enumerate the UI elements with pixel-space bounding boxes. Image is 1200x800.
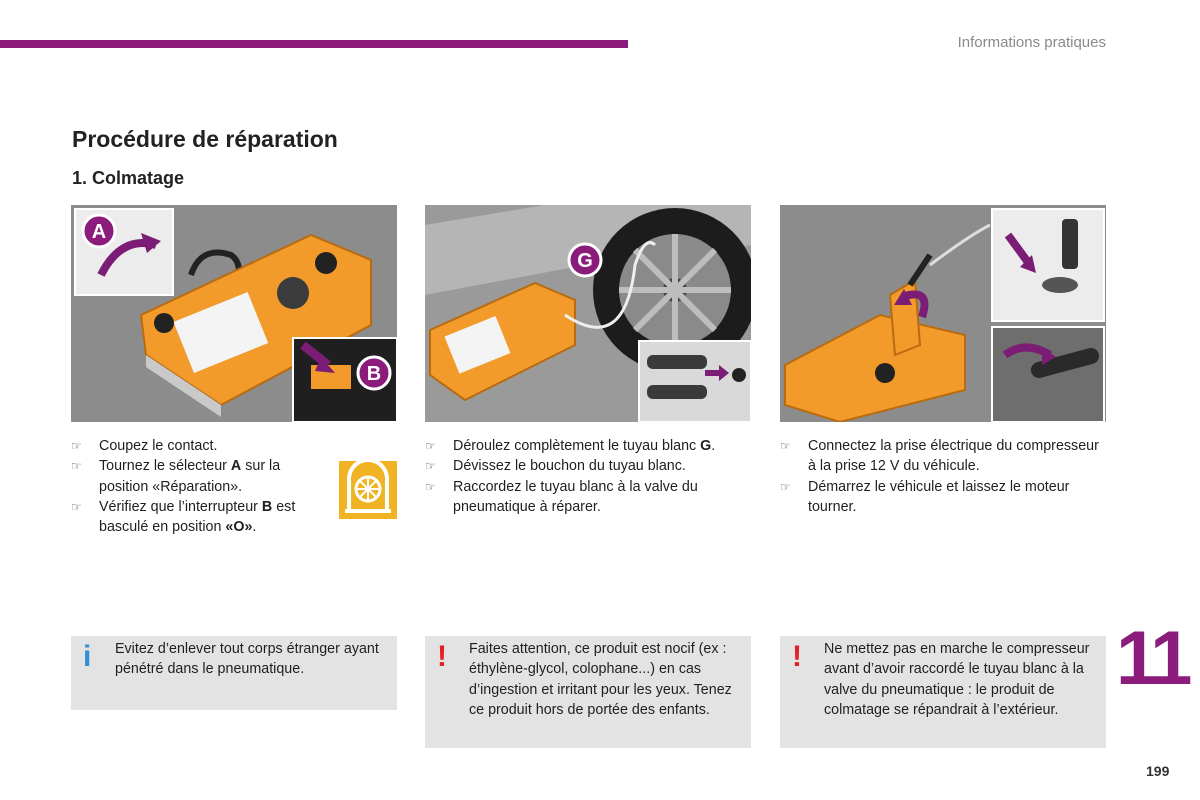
compressor-selector-photo: A B	[71, 205, 397, 422]
list-item: ☞Tournez le sélecteur A sur la position …	[71, 458, 281, 495]
label-a: A	[92, 221, 106, 243]
hose-tyre-photo: G	[425, 205, 751, 422]
pointing-hand-icon: ☞	[71, 459, 82, 474]
steps-list-1: ☞Coupez le contact. ☞Tournez le sélecteu…	[71, 436, 311, 537]
pointing-hand-icon: ☞	[425, 439, 436, 453]
list-item: ☞Connectez la prise électrique du compre…	[780, 438, 1099, 475]
pointing-hand-icon: ☞	[780, 479, 791, 494]
list-item: ☞Coupez le contact.	[71, 436, 311, 456]
list-item: ☞Vérifiez que l’interrupteur B est bascu…	[71, 498, 296, 536]
label-g: G	[577, 250, 593, 272]
list-item: ☞Démarrez le véhicule et laissez le mote…	[780, 478, 1070, 515]
section-name: Informations pratiques	[957, 34, 1106, 51]
pointing-hand-icon: ☞	[780, 439, 791, 453]
section-subtitle: 1. Colmatage	[72, 168, 185, 188]
warning-note-compressor: ! Ne mettez pas en marche le compresseur…	[780, 636, 1106, 748]
steps-list-2: ☞Déroulez complètement le tuyau blanc G.…	[425, 436, 745, 517]
page-title: Procédure de réparation	[72, 126, 338, 152]
pointing-hand-icon: ☞	[425, 479, 436, 494]
label-b: B	[367, 363, 381, 385]
header-accent-bar	[0, 40, 628, 48]
repair-mode-icon	[339, 458, 397, 519]
list-item: ☞Raccordez le tuyau blanc à la valve du …	[425, 478, 698, 515]
warning-icon: !	[437, 640, 447, 673]
pointing-hand-icon: ☞	[71, 439, 82, 453]
warning-icon: !	[792, 640, 802, 673]
warning-note-toxic: ! Faites attention, ce produit est nocif…	[425, 636, 751, 748]
chapter-number: 11	[1116, 616, 1192, 701]
list-item: ☞Déroulez complètement le tuyau blanc G.	[425, 436, 745, 456]
power-plug-photo	[780, 205, 1106, 422]
pointing-hand-icon: ☞	[425, 459, 436, 474]
list-item: ☞Dévissez le bouchon du tuyau blanc.	[425, 456, 745, 476]
info-icon: i	[83, 640, 92, 673]
page-number: 199	[1146, 763, 1170, 779]
steps-list-3: ☞Connectez la prise électrique du compre…	[780, 436, 1100, 517]
info-note: i Evitez d’enlever tout corps étranger a…	[71, 636, 397, 710]
pointing-hand-icon: ☞	[71, 499, 82, 514]
